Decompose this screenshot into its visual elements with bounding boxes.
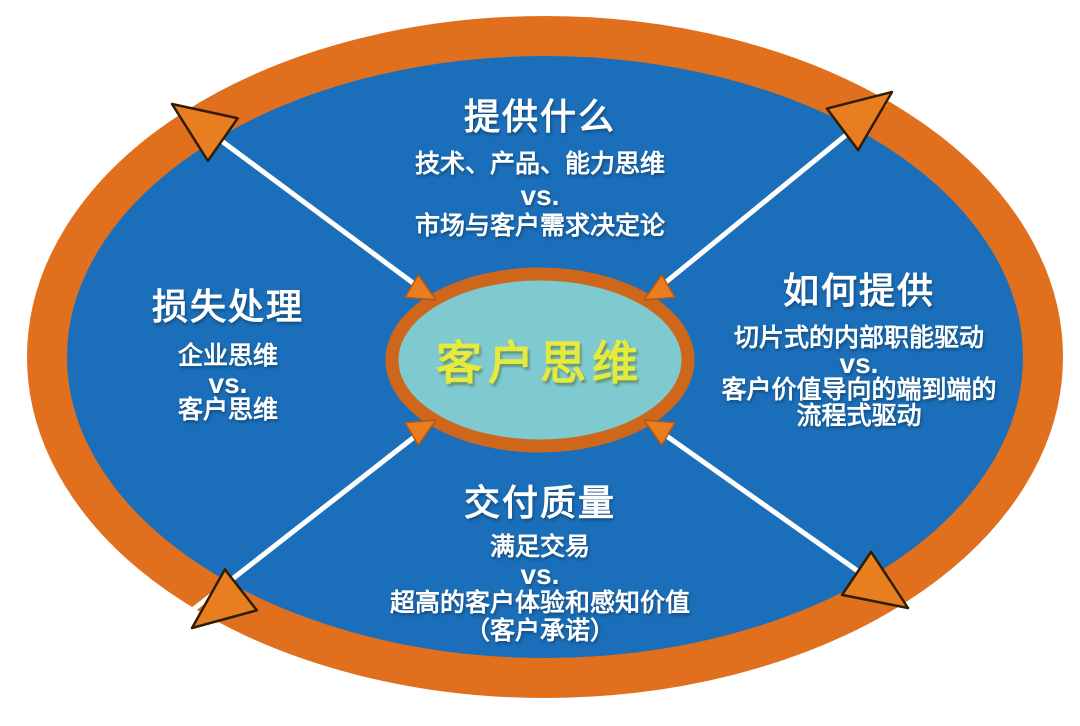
section-bottom-vs: vs. xyxy=(520,559,560,590)
section-bottom: 交付质量 满足交易 vs. 超高的客户体验和感知价值 （客户承诺） xyxy=(390,482,690,645)
section-top-title: 提供什么 xyxy=(463,96,617,137)
section-right-line: 客户价值导向的端到端的 xyxy=(721,376,997,404)
arrow-line-top-right xyxy=(641,101,887,303)
section-right-line: 流程式驱动 xyxy=(796,402,922,430)
arrowhead-outer-bottom-right xyxy=(840,550,910,610)
section-right-vs: vs. xyxy=(839,348,879,379)
section-left-vs: vs. xyxy=(208,368,248,399)
arrowhead-inner-bottom-right xyxy=(643,419,676,447)
section-bottom-line: （客户承诺） xyxy=(464,617,616,645)
section-bottom-line: 满足交易 xyxy=(489,533,591,561)
section-left-line: 客户思维 xyxy=(177,396,279,424)
section-left: 损失处理 企业思维 vs. 客户思维 xyxy=(152,286,304,424)
center-ellipse xyxy=(385,267,695,453)
section-bottom-title: 交付质量 xyxy=(463,482,617,523)
arrowhead-outer-top-left xyxy=(170,102,239,163)
center-label: 客户思维 xyxy=(436,337,644,389)
section-bottom-line: 超高的客户体验和感知价值 xyxy=(389,589,691,617)
section-right: 如何提供 切片式的内部职能驱动 vs. 客户价值导向的端到端的 流程式驱动 xyxy=(721,270,996,429)
section-top: 提供什么 技术、产品、能力思维 vs. 市场与客户需求决定论 xyxy=(415,96,665,242)
section-top-line: 技术、产品、能力思维 xyxy=(414,150,666,178)
arrow-line-bottom-right xyxy=(641,417,899,601)
arrowhead-inner-bottom-left xyxy=(404,419,437,447)
arrow-line-top-left xyxy=(193,119,439,303)
section-top-vs: vs. xyxy=(520,180,560,211)
section-right-line: 切片式的内部职能驱动 xyxy=(733,324,985,352)
section-left-line: 企业思维 xyxy=(177,342,279,370)
section-left-title: 损失处理 xyxy=(151,286,305,327)
arrowhead-outer-top-right xyxy=(825,90,894,152)
arrowhead-outer-bottom-left xyxy=(190,568,259,630)
section-right-title: 如何提供 xyxy=(782,270,936,311)
section-top-line: 市场与客户需求决定论 xyxy=(414,212,666,240)
arrowhead-inner-top-right xyxy=(643,273,676,301)
arrowhead-inner-top-left xyxy=(404,273,437,301)
